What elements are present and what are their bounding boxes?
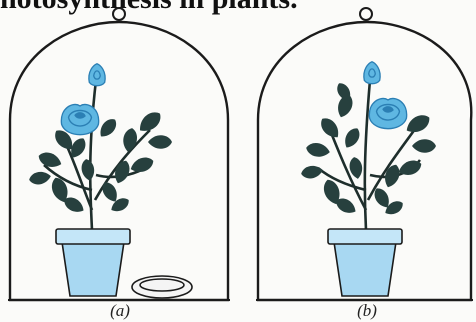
rose-flower-icon [364, 62, 407, 129]
plant-stems [44, 80, 150, 230]
panel-b-label: (b) [347, 301, 387, 321]
rose-flower-icon [61, 64, 105, 135]
dish-icon [132, 276, 192, 298]
plant-leaves [28, 108, 172, 216]
potted-plant-icon [328, 229, 402, 296]
plant-stems [318, 80, 420, 230]
potted-plant-icon [56, 229, 130, 296]
panel-a-label: (a) [100, 301, 140, 321]
panel-b [256, 8, 473, 300]
panel-a [8, 8, 230, 300]
